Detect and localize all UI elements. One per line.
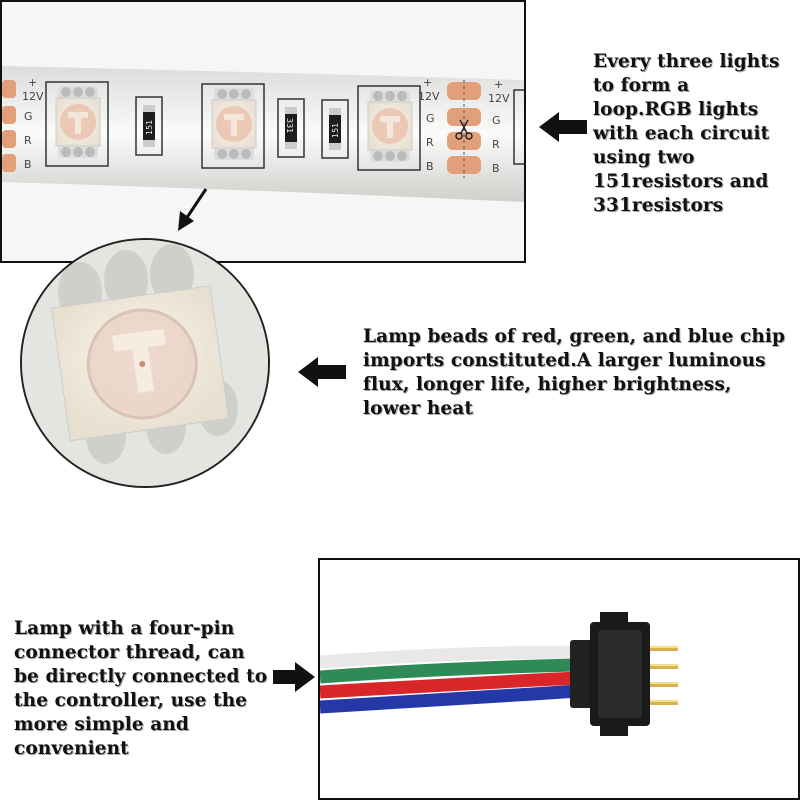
resistor-331-label: 331 — [285, 118, 294, 133]
right-arrow-icon — [273, 662, 315, 692]
down-left-arrow-icon — [178, 188, 208, 231]
strip-plus-label-left: + — [28, 76, 37, 89]
led-chip — [201, 83, 265, 169]
strip-r-label-mid: R — [426, 136, 434, 149]
lamp-caption: Lamp beads of red, green, and blue chip … — [363, 326, 786, 419]
led-chip — [45, 81, 109, 167]
resistor: 151 — [135, 96, 163, 156]
strip-b-label-left: B — [24, 158, 32, 171]
strip-b-label-right: B — [492, 162, 500, 175]
strip-voltage-label-left: 12V — [22, 90, 44, 103]
connector-housing — [570, 612, 650, 736]
led-strip-photo: + 12V G R B 151 — [0, 0, 526, 263]
strip-plus-label-mid: + — [423, 76, 432, 89]
strip-g-label-left: G — [24, 110, 33, 123]
led-strip-illustration: + 12V G R B 151 — [2, 2, 524, 261]
resistor: 151 — [321, 99, 349, 159]
strip-g-label-mid: G — [426, 112, 435, 125]
strip-plus-label-right: + — [494, 78, 503, 91]
lamp-bead-illustration — [22, 240, 268, 486]
scissors-icon — [455, 119, 473, 140]
left-arrow-icon — [539, 112, 587, 142]
rgb-wires — [320, 645, 579, 714]
connector-pins — [650, 646, 678, 705]
strip-g-label-right: G — [492, 114, 501, 127]
strip-caption: Every three lights to form a loop.RGB li… — [593, 51, 780, 216]
connector-caption: Lamp with a four-pin connector thread, c… — [14, 618, 268, 759]
connector-photo — [318, 558, 800, 800]
four-pin-connector-illustration — [320, 560, 798, 798]
led-chip — [357, 85, 421, 171]
resistor-151-label-2: 151 — [331, 123, 340, 138]
left-arrow-icon — [298, 357, 346, 387]
lamp-bead-zoom — [20, 238, 270, 488]
strip-r-label-left: R — [24, 134, 32, 147]
led-chip-partial — [513, 89, 524, 165]
strip-voltage-label-mid: 12V — [418, 90, 440, 103]
resistor-151-label: 151 — [145, 120, 154, 135]
left-copper-pads — [2, 80, 16, 172]
resistor: 331 — [277, 98, 305, 158]
strip-voltage-label-right: 12V — [488, 92, 510, 105]
strip-b-label-mid: B — [426, 160, 434, 173]
strip-r-label-right: R — [492, 138, 500, 151]
